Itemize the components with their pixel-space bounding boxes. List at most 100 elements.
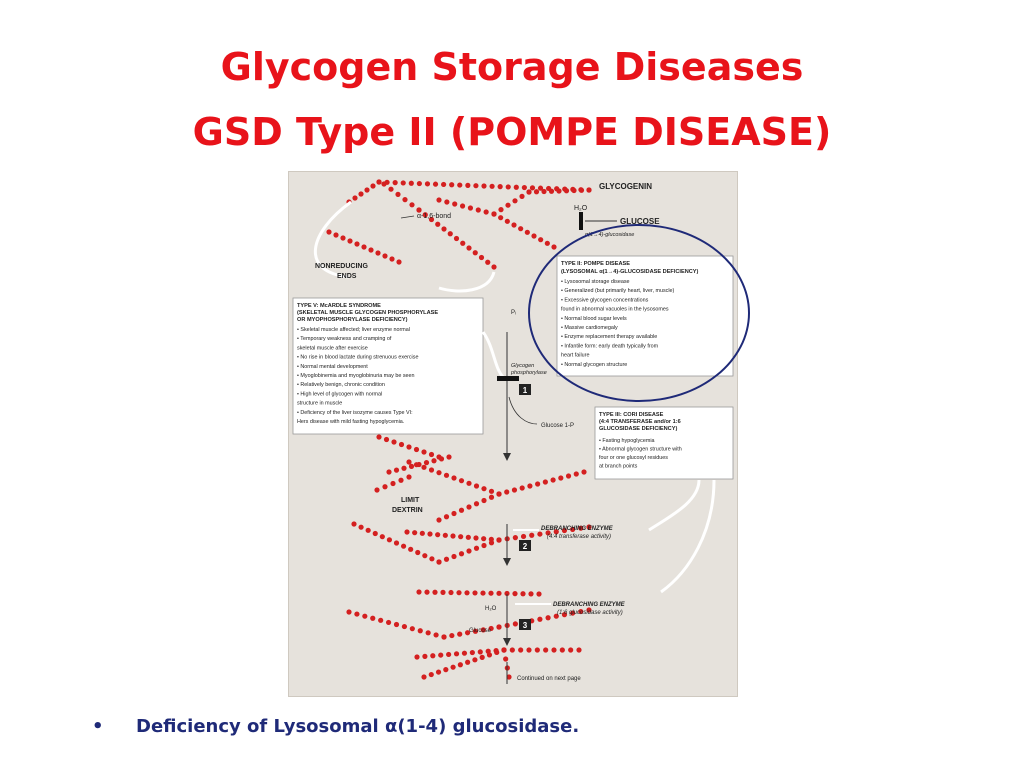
glucose-bead [467,205,474,211]
glucose-bead [491,211,497,217]
glucose-bead [351,521,357,527]
glucose-bead [457,662,463,668]
glucose-bead [404,529,410,535]
glucose-bead [520,533,527,540]
type5-item: • High level of glycogen with normal [297,391,382,397]
glucose-bead [505,202,511,208]
type3-item: four or one glucosyl residues [599,455,668,461]
bullet-text: Deficiency of Lysosomal α(1-4) glucosida… [136,716,580,737]
glucose-bead [477,649,483,655]
glucose-bead [435,669,442,675]
glucose-bead [504,218,510,224]
glucose-bead [451,475,457,481]
type5-item: • Temporary weakness and cramping of [297,336,392,342]
glucose-bead [541,188,547,195]
glucose-bead [481,542,487,549]
glucose-bead [423,460,430,466]
glucose-bead [461,650,468,656]
glucose-bead [372,530,378,537]
glucose-bead [458,551,465,557]
type5-item: • Deficiency of the liver isozyme causes… [297,410,413,416]
glucose-bead [496,590,502,596]
glucose-bead [472,628,479,634]
type5-heading2: (SKELETAL MUSCLE GLYCOGEN PHOSPHORYLASE [297,310,438,316]
glucose-bead [436,559,442,565]
glucose-bead [428,671,434,678]
glucose-bead [370,615,376,621]
glucose-bead [526,189,532,195]
glucose-bead [496,537,502,543]
glucose-bead [542,479,548,485]
label-nonreducing: NONREDUCING [315,263,368,270]
glucose-bead [553,613,559,619]
glucose-bead [537,185,544,191]
slide-title-line1: Glycogen Storage Diseases [220,45,804,89]
glucose-bead [586,607,592,613]
glucose-bead [512,621,518,627]
glucose-bead [406,459,412,465]
glucose-bead [528,591,534,597]
glucose-bead [383,436,390,443]
glucose-bead [480,590,486,596]
glucose-bead [586,524,592,530]
glucose-bead [466,548,472,554]
glucose-bead [457,182,463,188]
glucose-bead [458,534,464,540]
glucose-bead [406,474,412,480]
glucose-bead [561,612,568,618]
glucose-bead [512,198,518,204]
glucose-bead [381,181,387,187]
glucose-bead [446,651,452,658]
glucose-bead [362,613,368,619]
curved-arrow [314,200,352,279]
glucose-bead [488,536,494,542]
glucose-bead [429,556,435,562]
glucose-bead [408,546,414,552]
glucose-bead [473,501,480,507]
glucose-bead [419,530,425,536]
glucose-bead [518,226,524,232]
glucose-bead [389,256,395,262]
glucose-bead [409,202,415,208]
glucose-bead [446,454,452,460]
glucose-bead [473,545,480,551]
glucose-bead [431,458,437,464]
glucose-bead [486,652,493,658]
glucose-bead [393,621,400,628]
type3-heading2: (4:4 TRANSFERASE and/or 1:6 [599,419,681,425]
glucose-bead [497,184,503,190]
glucose-bead [406,444,412,450]
glucose-bead [524,229,530,235]
glucose-bead [481,497,487,504]
glucose-bead [435,532,441,538]
glucose-bead [561,527,568,534]
glucose-bead [386,537,393,543]
glucose-bead [473,483,480,489]
glucose-bead [494,649,500,656]
glucose-bead [578,525,584,531]
glucose-bead [501,647,507,653]
glucose-bead [464,590,470,596]
glucose-bead [453,651,460,657]
glucose-bead [402,197,408,203]
glucose-bead [393,540,400,546]
glucose-bead [456,590,462,596]
type5-item: • No rise in blood lactate during strenu… [297,355,418,361]
bullet-point: •Deficiency of Lysosomal α(1-4) glucosid… [92,716,579,737]
glucose-bead [443,472,450,478]
label-h2o: H₂O [574,205,588,212]
glucose-bead [370,183,376,189]
label-dextrin: DEXTRIN [392,507,423,514]
glucose-bead [401,465,407,471]
glucose-bead [382,253,388,259]
glucose-bead [347,238,353,244]
type5-item: Hers disease with mild fasting hypoglyce… [297,419,404,425]
glucose-bead [551,647,557,653]
glucose-bead [354,611,360,617]
glucose-bead [432,589,438,595]
glucose-bead [518,647,524,653]
glucose-bead [551,244,557,250]
glucose-bead [556,188,562,194]
type3-heading3: GLUCOSIDASE DEFICIENCY) [599,426,677,432]
glucose-bead [413,462,420,468]
